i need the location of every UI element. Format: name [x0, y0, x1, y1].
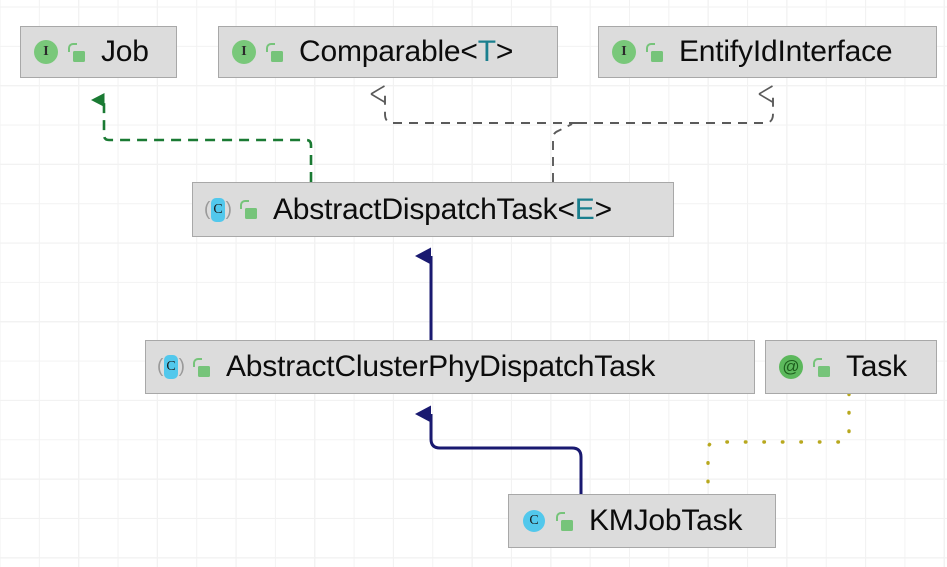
class-icon: C	[521, 508, 547, 534]
node-comparable[interactable]: I Comparable<T>	[218, 26, 558, 78]
node-label: AbstractClusterPhyDispatchTask	[226, 350, 656, 383]
node-label: EntifyIdInterface	[679, 35, 893, 68]
unlock-icon	[193, 357, 210, 377]
node-label-suffix: >	[495, 35, 514, 68]
edge-implements-job	[91, 93, 313, 182]
node-abstract-cluster-phy-dispatch-task[interactable]: (C) AbstractClusterPhyDispatchTask	[145, 340, 755, 394]
node-label-base: AbstractDispatchTask<	[273, 192, 575, 226]
unlock-icon	[240, 200, 257, 219]
node-entify-id-interface[interactable]: I EntifyIdInterface	[598, 26, 937, 78]
edge-extends-abstract-cluster-phy	[415, 405, 583, 494]
unlock-icon	[68, 42, 85, 62]
node-label: KMJobTask	[589, 504, 743, 537]
unlock-icon	[266, 42, 283, 62]
unlock-icon	[646, 42, 663, 62]
abstract-class-icon: (C)	[204, 197, 232, 222]
node-label: AbstractDispatchTask<E>	[273, 193, 612, 227]
node-abstract-dispatch-task[interactable]: (C) AbstractDispatchTask<E>	[192, 182, 674, 237]
edge-implements-comparable	[370, 85, 578, 124]
edge-realization-trunk	[552, 123, 573, 182]
unlock-icon	[813, 357, 830, 377]
node-label-base: Comparable<	[299, 35, 478, 68]
annotation-icon: @	[778, 354, 804, 380]
edge-annotated-by-task	[706, 392, 851, 496]
node-label: Comparable<T>	[299, 35, 513, 69]
node-km-job-task[interactable]: C KMJobTask	[508, 494, 776, 548]
generic-param: E	[574, 192, 595, 226]
node-job[interactable]: I Job	[20, 26, 177, 78]
abstract-class-icon: (C)	[157, 355, 185, 379]
node-task[interactable]: @ Task	[765, 340, 937, 394]
generic-param: T	[477, 35, 496, 68]
node-label-suffix: >	[594, 192, 613, 226]
node-label: Task	[846, 350, 907, 383]
interface-icon: I	[611, 39, 637, 65]
edge-implements-entify-id-interface	[578, 85, 774, 124]
interface-icon: I	[33, 39, 59, 65]
interface-icon: I	[231, 39, 257, 65]
unlock-icon	[556, 511, 573, 531]
node-label: Job	[101, 35, 149, 68]
